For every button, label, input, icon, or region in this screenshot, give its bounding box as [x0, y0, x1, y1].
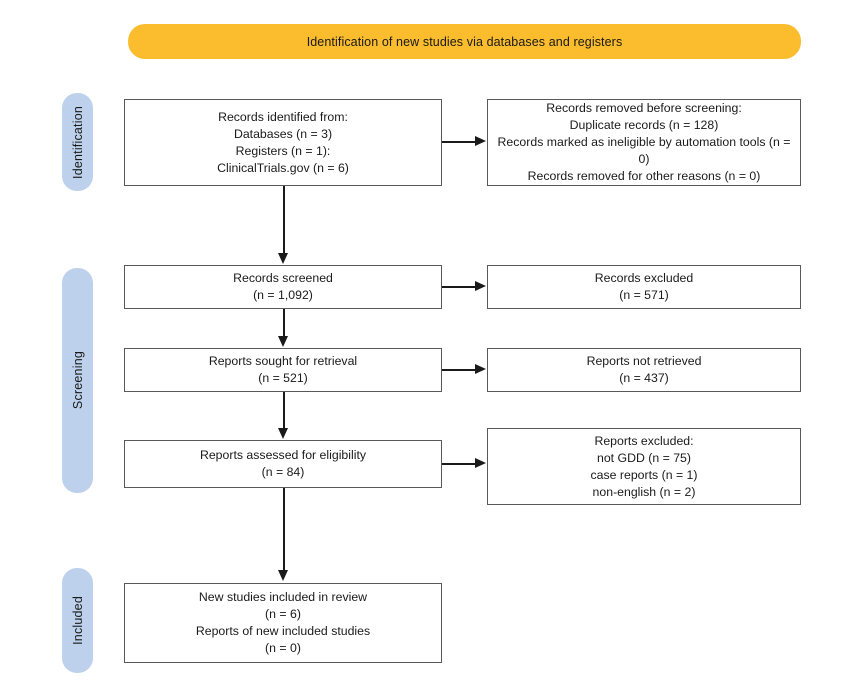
connector-identified-to-screened	[283, 186, 285, 254]
box-line: (n = 521)	[258, 371, 308, 385]
box-line: (n = 437)	[619, 371, 669, 385]
connector-screened-to-excluded	[442, 286, 476, 288]
box-reports-excluded: Reports excluded: not GDD (n = 75) case …	[487, 428, 801, 505]
box-records-screened: Records screened (n = 1,092)	[124, 265, 442, 309]
box-new-studies-included: New studies included in review (n = 6) R…	[124, 583, 442, 663]
diagram-header-banner: Identification of new studies via databa…	[128, 24, 801, 59]
box-line: (n = 6)	[265, 607, 301, 621]
box-line: (n = 1,092)	[253, 288, 313, 302]
connector-sought-to-not-retrieved	[442, 369, 476, 371]
box-line: Reports excluded:	[594, 433, 694, 448]
stage-label-included: Included	[62, 568, 93, 673]
box-line: Reports sought for retrieval	[208, 354, 358, 368]
box-records-identified: Records identified from: Databases (n = …	[124, 99, 442, 186]
box-line: (n = 84)	[261, 465, 305, 479]
box-line: Reports assessed for eligibility	[199, 448, 367, 462]
stage-label-screening-text: Screening	[70, 351, 85, 410]
box-line: Databases (n = 3)	[233, 126, 333, 141]
box-line: Records identified from:	[218, 109, 348, 124]
box-line: ClinicalTrials.gov (n = 6)	[217, 160, 349, 175]
box-line: Records excluded	[594, 271, 694, 285]
box-records-removed: Records removed before screening: Duplic…	[487, 99, 801, 186]
arrowhead-screened-to-sought	[277, 336, 288, 347]
box-reports-not-retrieved: Reports not retrieved (n = 437)	[487, 348, 801, 392]
arrowhead-sought-to-not-retrieved	[475, 364, 486, 374]
box-line: New studies included in review	[198, 590, 368, 604]
box-line: Reports not retrieved	[586, 354, 702, 368]
stage-label-identification-text: Identification	[70, 105, 85, 179]
box-reports-sought: Reports sought for retrieval (n = 521)	[124, 348, 442, 392]
arrowhead-assessed-to-included	[277, 570, 288, 581]
stage-label-included-text: Included	[70, 596, 85, 645]
arrowhead-identified-to-removed	[475, 136, 486, 146]
box-line: not GDD (n = 75)	[597, 450, 691, 465]
diagram-header-title: Identification of new studies via databa…	[306, 34, 623, 49]
box-reports-assessed: Reports assessed for eligibility (n = 84…	[124, 440, 442, 488]
box-line: non-english (n = 2)	[592, 484, 696, 499]
connector-sought-to-assessed	[283, 392, 285, 429]
box-line: Duplicate records (n = 128)	[569, 118, 719, 132]
connector-assessed-to-excluded	[442, 463, 476, 465]
stage-label-screening: Screening	[62, 268, 93, 493]
arrowhead-identified-to-screened	[277, 253, 288, 264]
box-line: (n = 0)	[265, 641, 301, 655]
box-line: Records marked as ineligible by automati…	[497, 135, 791, 166]
box-line: Records removed for other reasons (n = 0…	[527, 169, 761, 183]
box-line: case reports (n = 1)	[590, 467, 698, 482]
arrowhead-sought-to-assessed	[277, 428, 288, 439]
connector-screened-to-sought	[283, 309, 285, 337]
connector-identified-to-removed	[442, 141, 476, 143]
box-line: Records screened	[233, 271, 333, 285]
box-line: (n = 571)	[619, 288, 669, 302]
box-line: Registers (n = 1):	[235, 143, 331, 158]
arrowhead-screened-to-excluded	[475, 281, 486, 291]
box-line: Records removed before screening:	[546, 101, 742, 115]
box-records-excluded: Records excluded (n = 571)	[487, 265, 801, 309]
connector-assessed-to-included	[283, 488, 285, 571]
box-line: Reports of new included studies	[195, 624, 371, 638]
arrowhead-assessed-to-excluded	[475, 458, 486, 468]
stage-label-identification: Identification	[62, 93, 93, 191]
